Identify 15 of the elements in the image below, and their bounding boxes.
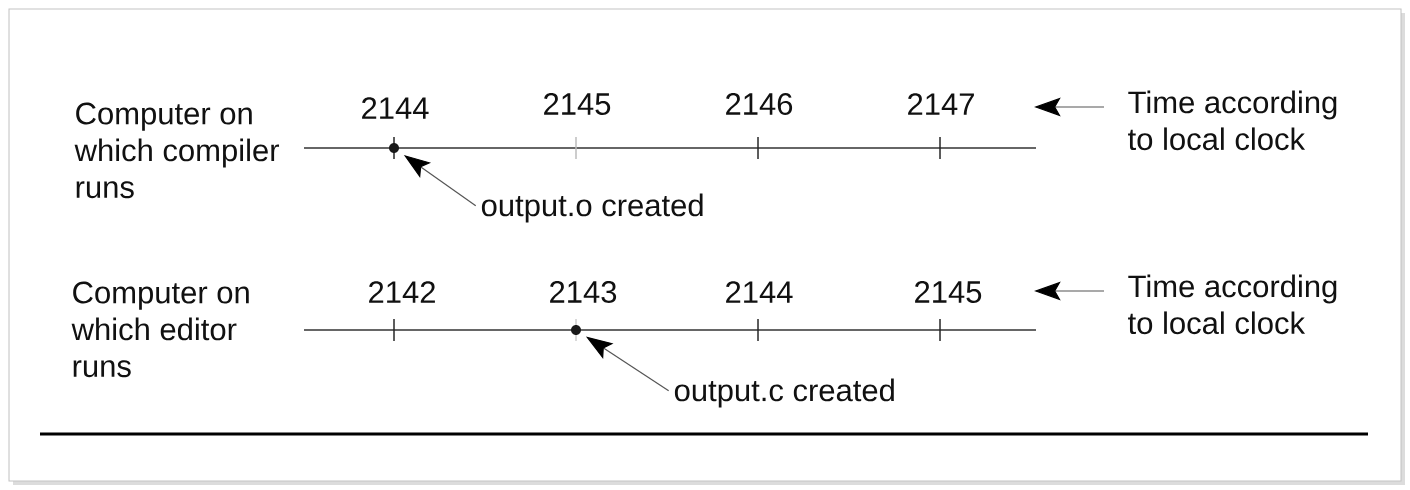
tick-label: 2145 [915,281,982,303]
row-label: Computer on which compiler runs [74,102,280,199]
callout-text: Time according to local clock [1128,274,1337,335]
tick-label: 2146 [726,93,793,115]
arrow [586,336,670,392]
tick-label: 2147 [908,93,974,115]
tick-label: 2144 [362,97,429,119]
callout-text: output.c created [674,378,894,408]
callout-text: Time according to local clock [1128,90,1337,151]
row-label: Computer on which editor runs [71,281,249,378]
tick-label: 2142 [369,281,435,303]
tick-label: 2143 [550,281,617,303]
tick-label: 2145 [544,93,611,115]
callout-text: output.o created [481,193,703,223]
tick-label: 2144 [726,281,793,303]
